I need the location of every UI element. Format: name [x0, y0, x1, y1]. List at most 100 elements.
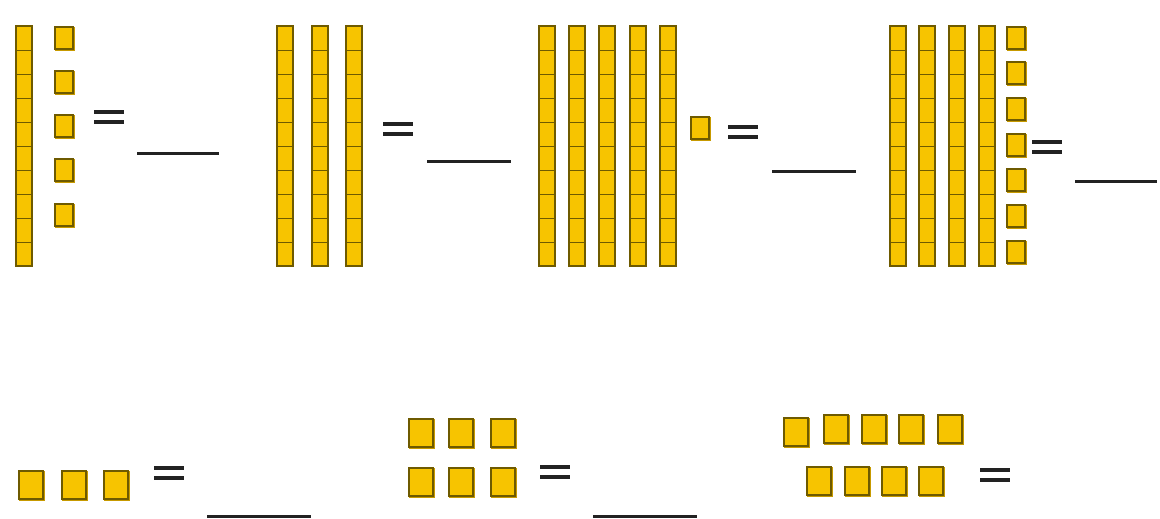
rod-segment [540, 27, 554, 51]
rod-segment [17, 171, 31, 195]
rod-segment [631, 51, 645, 75]
rod-segment [278, 147, 292, 171]
rod-segment [540, 171, 554, 195]
rod-segment [313, 219, 327, 243]
rod-segment [950, 51, 964, 75]
rod-segment [600, 147, 614, 171]
rod-segment [17, 75, 31, 99]
rod-segment [313, 27, 327, 51]
rod-segment [347, 171, 361, 195]
rod-segment [347, 123, 361, 147]
rod-segment [920, 51, 934, 75]
rod-segment [891, 27, 905, 51]
rod-segment [347, 51, 361, 75]
rod-segment [980, 123, 994, 147]
rod-segment [278, 75, 292, 99]
rod-segment [347, 99, 361, 123]
rod-segment [920, 27, 934, 51]
rod-segment [347, 243, 361, 267]
answer-blank[interactable] [1075, 180, 1157, 183]
rod-segment [278, 243, 292, 267]
rod-segment [950, 171, 964, 195]
rod-segment [313, 195, 327, 219]
rod-segment [570, 27, 584, 51]
rod-segment [631, 99, 645, 123]
rod-segment [17, 51, 31, 75]
unit-cube [898, 414, 924, 444]
answer-blank[interactable] [207, 515, 311, 518]
ten-rod [15, 25, 33, 267]
unit-cube [937, 414, 963, 444]
rod-segment [570, 195, 584, 219]
unit-cube [103, 470, 129, 500]
rod-segment [278, 195, 292, 219]
rod-segment [891, 147, 905, 171]
rod-segment [540, 75, 554, 99]
rod-segment [950, 243, 964, 267]
rod-segment [600, 123, 614, 147]
equals-sign [728, 125, 758, 139]
rod-segment [347, 219, 361, 243]
unit-cube [448, 418, 474, 448]
unit-cube [54, 203, 74, 227]
rod-segment [661, 147, 675, 171]
rod-segment [661, 75, 675, 99]
rod-segment [920, 195, 934, 219]
ten-rod [538, 25, 556, 267]
rod-segment [600, 171, 614, 195]
rod-segment [920, 219, 934, 243]
rod-segment [891, 51, 905, 75]
ten-rod [598, 25, 616, 267]
answer-blank[interactable] [593, 515, 697, 518]
unit-cube [1006, 61, 1026, 85]
rod-segment [920, 243, 934, 267]
unit-cube [806, 466, 832, 496]
rod-segment [540, 51, 554, 75]
unit-cube [918, 466, 944, 496]
answer-blank[interactable] [137, 152, 219, 155]
rod-segment [980, 147, 994, 171]
answer-blank[interactable] [427, 160, 511, 163]
rod-segment [600, 243, 614, 267]
rod-segment [980, 75, 994, 99]
rod-segment [600, 219, 614, 243]
rod-segment [570, 243, 584, 267]
rod-segment [313, 75, 327, 99]
rod-segment [17, 123, 31, 147]
unit-cube [823, 414, 849, 444]
rod-segment [570, 99, 584, 123]
rod-segment [950, 123, 964, 147]
rod-segment [661, 123, 675, 147]
rod-segment [17, 147, 31, 171]
unit-cube [408, 418, 434, 448]
answer-blank[interactable] [772, 170, 856, 173]
rod-segment [631, 195, 645, 219]
rod-segment [600, 51, 614, 75]
rod-segment [278, 99, 292, 123]
unit-cube [844, 466, 870, 496]
rod-segment [313, 147, 327, 171]
rod-segment [313, 243, 327, 267]
rod-segment [891, 171, 905, 195]
rod-segment [631, 147, 645, 171]
unit-cube [1006, 133, 1026, 157]
unit-cube [1006, 26, 1026, 50]
rod-segment [540, 147, 554, 171]
ten-rod [568, 25, 586, 267]
rod-segment [347, 147, 361, 171]
rod-segment [631, 219, 645, 243]
rod-segment [17, 219, 31, 243]
rod-segment [313, 99, 327, 123]
rod-segment [347, 195, 361, 219]
rod-segment [980, 219, 994, 243]
rod-segment [570, 171, 584, 195]
rod-segment [661, 27, 675, 51]
rod-segment [313, 51, 327, 75]
ten-rod [345, 25, 363, 267]
unit-cube [54, 114, 74, 138]
unit-cube [861, 414, 887, 444]
rod-segment [661, 243, 675, 267]
unit-cube [408, 467, 434, 497]
rod-segment [347, 75, 361, 99]
rod-segment [278, 27, 292, 51]
